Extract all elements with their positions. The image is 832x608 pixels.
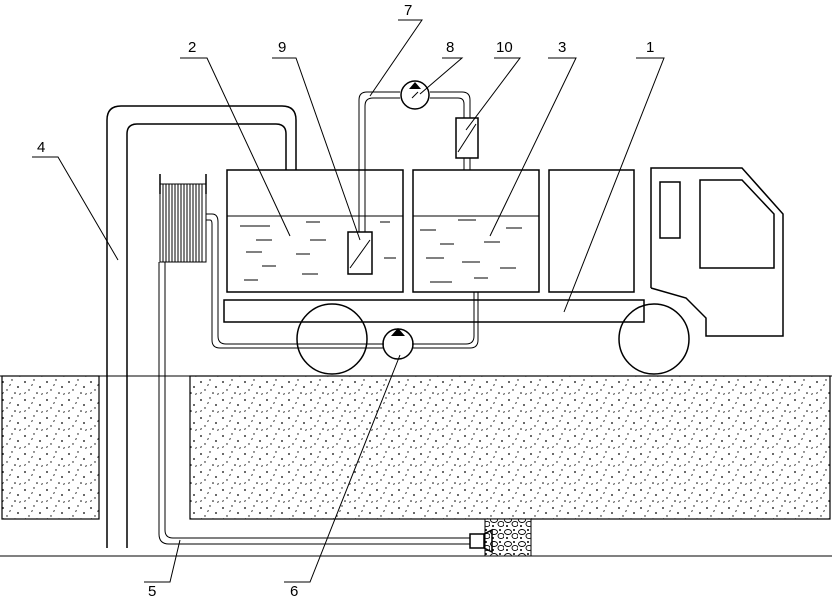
- truck-cab: [650, 167, 784, 337]
- label-top-pipe: 7: [404, 2, 412, 19]
- soil-block-left: [1, 375, 100, 520]
- label-top-pump: 8: [446, 39, 454, 56]
- soil-block-right: [189, 375, 831, 520]
- bottom-pump: [382, 328, 414, 360]
- leader-lines: [32, 19, 665, 583]
- cab-window-small: [659, 181, 681, 239]
- suction-head: [469, 528, 493, 554]
- hose-reel: [159, 174, 207, 263]
- truck-wheel-front: [618, 303, 690, 375]
- truck-wheel-rear: [296, 303, 368, 375]
- truck-chassis: [223, 299, 645, 323]
- truck: [223, 167, 784, 375]
- label-tank-left: 2: [188, 39, 196, 56]
- ground: [0, 375, 832, 557]
- label-hose: 5: [148, 583, 156, 600]
- tank-left: [226, 169, 404, 293]
- filter-in-tank: [347, 231, 373, 275]
- cab-window-large: [699, 179, 775, 269]
- truck-cargo-box: [548, 169, 635, 293]
- label-filter-in-tank: 9: [278, 39, 286, 56]
- label-bottom-pump: 6: [290, 583, 298, 600]
- tank-right: [412, 169, 540, 293]
- vertical-pipe: [106, 105, 297, 548]
- filter-top: [455, 117, 479, 170]
- hose: [158, 262, 470, 545]
- part-labels: 1 2 3 4 5 6 7 8 9 10: [37, 2, 654, 600]
- label-tank-right: 3: [558, 39, 566, 56]
- top-pump: [400, 80, 430, 110]
- label-filter-top: 10: [496, 39, 513, 56]
- bottom-pipe: [206, 213, 479, 349]
- label-truck: 1: [646, 39, 654, 56]
- label-vertical-pipe: 4: [37, 139, 45, 156]
- top-pipe: [358, 91, 471, 232]
